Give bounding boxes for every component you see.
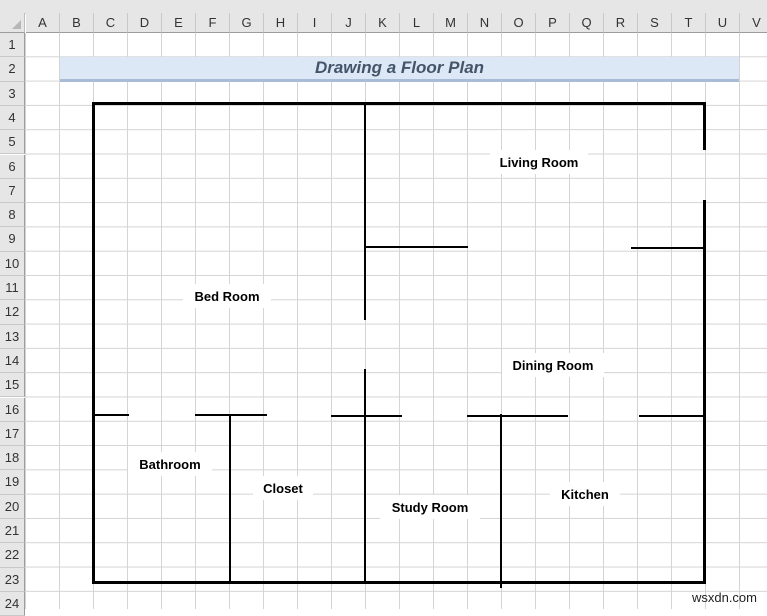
row-header-24[interactable]: 24 <box>0 591 25 616</box>
row-header-2[interactable]: 2 <box>0 57 25 82</box>
row-header-13[interactable]: 13 <box>0 324 25 349</box>
cell-grid[interactable] <box>25 33 767 609</box>
row-header-1[interactable]: 1 <box>0 33 25 58</box>
room-label-bed-room: Bed Room <box>183 284 271 308</box>
wall-living-upper-left <box>366 246 468 248</box>
row-header-19[interactable]: 19 <box>0 470 25 495</box>
wall-horiz-bath-left <box>93 414 129 416</box>
column-header-g[interactable]: G <box>230 13 264 33</box>
wall-outer-right-lower <box>703 200 706 584</box>
row-header-16[interactable]: 16 <box>0 397 25 422</box>
column-header-p[interactable]: P <box>536 13 570 33</box>
select-all-triangle-icon <box>12 20 21 29</box>
row-header-22[interactable]: 22 <box>0 543 25 568</box>
wall-horiz-kitchen-left <box>467 415 568 417</box>
column-header-f[interactable]: F <box>196 13 230 33</box>
row-header-15[interactable]: 15 <box>0 373 25 398</box>
row-header-6[interactable]: 6 <box>0 154 25 179</box>
column-header-v[interactable]: V <box>740 13 767 33</box>
row-header-11[interactable]: 11 <box>0 276 25 301</box>
row-header-7[interactable]: 7 <box>0 178 25 204</box>
row-header-18[interactable]: 18 <box>0 446 25 471</box>
column-header-t[interactable]: T <box>672 13 706 33</box>
row-header-14[interactable]: 14 <box>0 348 25 374</box>
room-label-kitchen: Kitchen <box>550 482 620 506</box>
room-label-bathroom: Bathroom <box>128 452 212 476</box>
column-header-e[interactable]: E <box>162 13 196 33</box>
column-header-i[interactable]: I <box>298 13 332 33</box>
ribbon-strip <box>0 0 767 14</box>
wall-horiz-bath-right <box>195 414 267 416</box>
wall-horiz-study-left <box>331 415 402 417</box>
column-header-l[interactable]: L <box>400 13 434 33</box>
row-header-8[interactable]: 8 <box>0 203 25 228</box>
column-header-u[interactable]: U <box>706 13 740 33</box>
column-header-a[interactable]: A <box>26 13 60 33</box>
page-title: Drawing a Floor Plan <box>314 58 485 77</box>
column-header-j[interactable]: J <box>332 13 366 33</box>
row-header-12[interactable]: 12 <box>0 300 25 325</box>
column-header-h[interactable]: H <box>264 13 298 33</box>
row-header-23[interactable]: 23 <box>0 567 25 592</box>
room-label-dining-room: Dining Room <box>502 353 604 377</box>
room-label-study-room: Study Room <box>380 495 480 519</box>
wall-bed-dining-lower <box>364 369 366 583</box>
wall-outer-top <box>92 102 706 105</box>
column-header-c[interactable]: C <box>94 13 128 33</box>
column-header-s[interactable]: S <box>638 13 672 33</box>
column-header-m[interactable]: M <box>434 13 468 33</box>
wall-horiz-kitchen-right <box>639 415 705 417</box>
title-cell[interactable]: Drawing a Floor Plan <box>60 57 739 82</box>
row-header-10[interactable]: 10 <box>0 251 25 276</box>
wall-outer-right-upper <box>703 102 706 150</box>
row-header-5[interactable]: 5 <box>0 130 25 155</box>
row-header-21[interactable]: 21 <box>0 519 25 544</box>
select-all-button[interactable] <box>0 13 25 33</box>
wall-outer-left <box>92 102 95 584</box>
wall-bed-living-upper <box>364 102 366 320</box>
wall-living-upper-right <box>631 247 705 249</box>
column-header-o[interactable]: O <box>502 13 536 33</box>
column-header-r[interactable]: R <box>604 13 638 33</box>
wall-bath-closet <box>229 414 231 583</box>
column-header-k[interactable]: K <box>366 13 400 33</box>
column-header-q[interactable]: Q <box>570 13 604 33</box>
room-label-closet: Closet <box>253 476 313 500</box>
row-header-9[interactable]: 9 <box>0 227 25 252</box>
wall-study-kitchen <box>500 414 502 588</box>
room-label-living-room: Living Room <box>490 150 588 174</box>
column-header-n[interactable]: N <box>468 13 502 33</box>
column-header-b[interactable]: B <box>60 13 94 33</box>
wall-outer-bottom <box>92 581 706 584</box>
column-header-d[interactable]: D <box>128 13 162 33</box>
watermark: wsxdn.com <box>691 590 757 605</box>
row-header-3[interactable]: 3 <box>0 81 25 106</box>
row-header-4[interactable]: 4 <box>0 105 25 131</box>
row-header-17[interactable]: 17 <box>0 421 25 447</box>
row-header-20[interactable]: 20 <box>0 494 25 519</box>
